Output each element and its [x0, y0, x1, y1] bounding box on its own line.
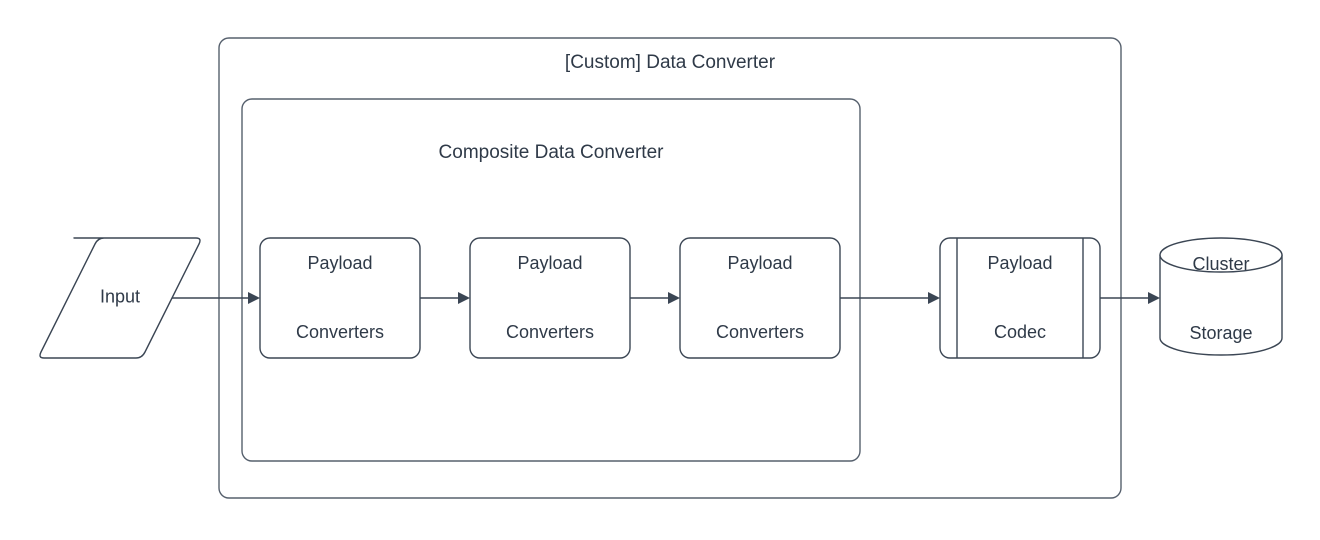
edge-input-to-payload-converters-1 — [172, 292, 260, 304]
edge-payload-codec-to-cluster-storage — [1100, 292, 1160, 304]
container-custom-data-converter[interactable] — [218, 37, 1122, 499]
node-payload-converters-1-shape[interactable] — [259, 237, 421, 359]
edge-payload-converters-1-to-2 — [420, 292, 470, 304]
edge-payload-converters-2-to-3 — [630, 292, 680, 304]
edge-payload-converters-3-to-payload-codec — [840, 292, 940, 304]
container-composite-data-converter[interactable] — [241, 98, 861, 462]
node-input-shape[interactable] — [39, 237, 201, 359]
node-payload-converters-3-shape[interactable] — [679, 237, 841, 359]
node-cluster-storage-top — [1159, 237, 1283, 273]
node-cluster-storage-body[interactable] — [1159, 254, 1283, 356]
node-payload-converters-2-shape[interactable] — [469, 237, 631, 359]
node-payload-codec-shape[interactable] — [939, 237, 1101, 359]
